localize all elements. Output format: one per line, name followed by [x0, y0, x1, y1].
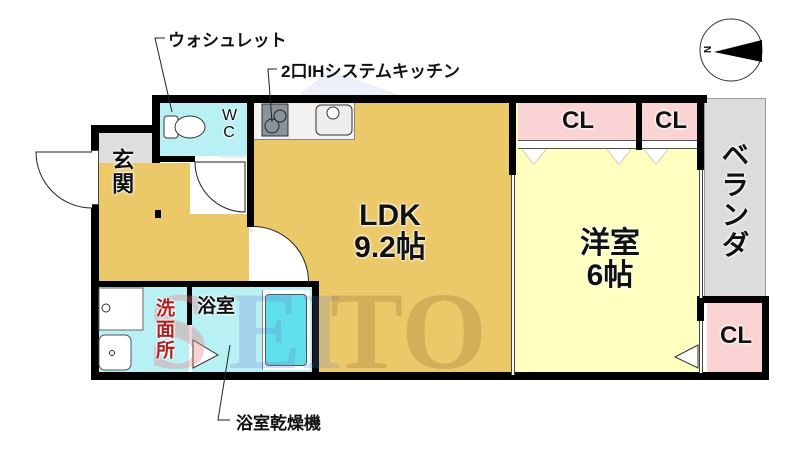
entrance-label: 玄関: [109, 148, 135, 196]
svg-text:TO: TO: [330, 270, 487, 392]
wall-entrance-top: [91, 125, 159, 133]
ldk-size: 9.2帖: [354, 230, 426, 264]
western-room-size: 6帖: [586, 258, 634, 292]
balcony-area: [704, 98, 766, 298]
svg-text:S: S: [148, 270, 209, 392]
wall-top-main: [152, 95, 707, 103]
window-western: [699, 170, 703, 298]
closet-1-label: CL: [562, 107, 594, 134]
closet-door-marker: [607, 149, 631, 164]
bath-dryer-callout: 浴室乾燥機: [236, 414, 321, 433]
wall-bath-top: [97, 281, 319, 287]
kitchen-callout: 2口IHシステムキッチン: [281, 62, 460, 81]
closet-3-label: CL: [720, 322, 752, 349]
western-room-name: 洋室: [580, 227, 640, 260]
wall-western-right-top: [697, 95, 704, 170]
svg-text:E: E: [228, 270, 301, 392]
wall-closet3-right: [762, 296, 769, 380]
compass-north-label: N: [701, 45, 713, 54]
wall-bath-right: [312, 281, 319, 376]
compass-icon: [699, 18, 763, 82]
washlet-callout: ウォシュレット: [168, 31, 287, 50]
wall-wash-divider: [187, 287, 192, 325]
bathtub-basin: [265, 294, 307, 366]
wall-ldk-left: [247, 95, 254, 227]
wall-western-right-low: [697, 296, 704, 321]
western-room-label: 洋室 6帖: [550, 228, 670, 291]
wall-entrance-right: [155, 210, 161, 218]
closet-2-area: [642, 100, 700, 140]
closet-door-marker: [644, 149, 668, 164]
wall-wc-bottom: [160, 156, 195, 162]
wall-left-outer: [91, 125, 99, 380]
balcony-label: ベランダ: [718, 140, 750, 260]
svg-text:I: I: [300, 270, 343, 392]
closet-2-label: CL: [655, 107, 687, 134]
wall-bottom: [91, 372, 767, 380]
wall-closet3-top: [697, 296, 767, 303]
ldk-label: LDK 9.2帖: [330, 200, 450, 263]
closet-3-area: [707, 300, 765, 372]
bathroom-label: 浴室: [197, 296, 236, 317]
sliding-door-ldk: [511, 175, 515, 375]
closet-1-area: [518, 100, 636, 140]
wall-closet-divider: [636, 95, 642, 150]
ldk-name: LDK: [359, 199, 421, 232]
closet-door-marker: [522, 149, 546, 164]
washroom-label: 洗面所: [152, 298, 174, 361]
wc-label: WC: [222, 107, 240, 142]
closet-shelf: [518, 140, 700, 149]
closet3-door: [699, 321, 703, 373]
wall-ldk-right: [509, 95, 516, 175]
wc-text: WC: [222, 107, 238, 141]
